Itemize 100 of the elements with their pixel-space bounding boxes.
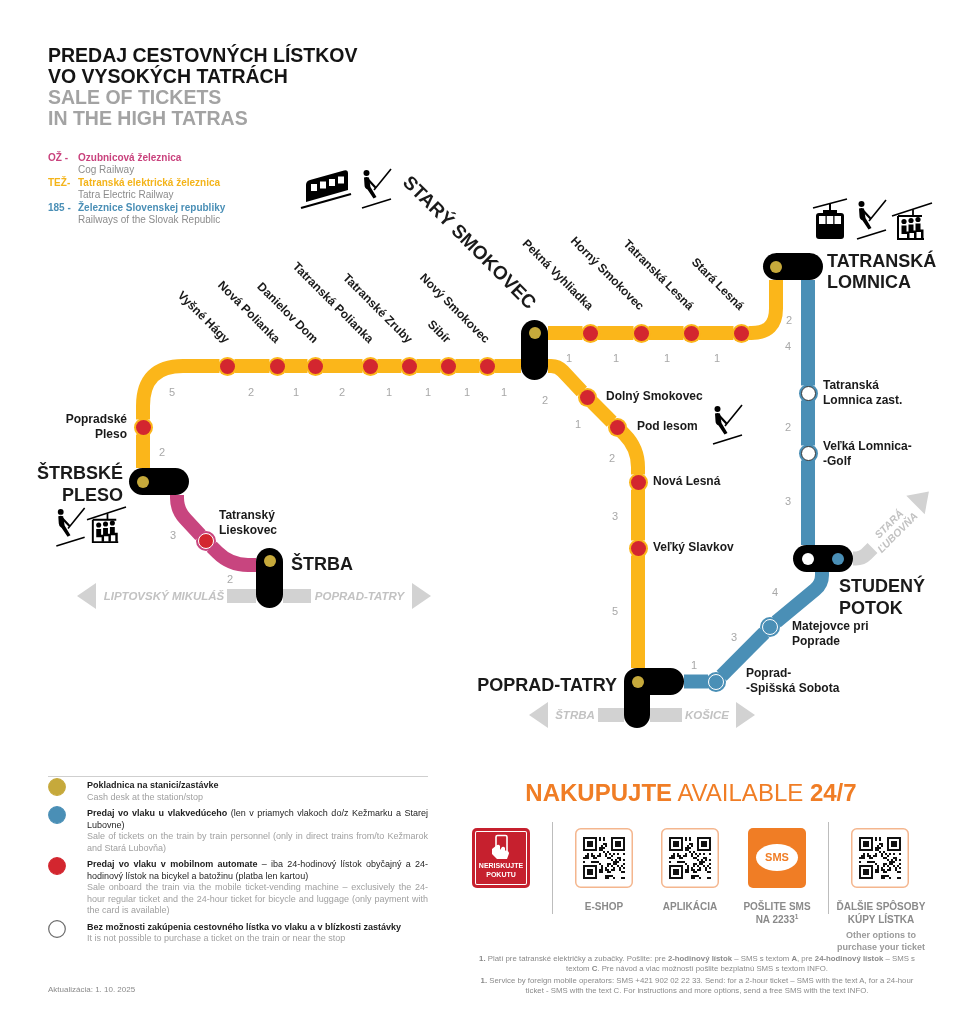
travel-time-label: 3 bbox=[784, 495, 792, 507]
station-name: STUDENÝ POTOK bbox=[839, 575, 926, 619]
station-dot bbox=[135, 419, 151, 435]
station-name: Tatranská Lomnica zast. bbox=[823, 378, 904, 408]
station-dot bbox=[708, 673, 724, 690]
travel-time-label: 2 bbox=[338, 386, 346, 398]
travel-time-label: 1 bbox=[424, 386, 432, 398]
interchange-bar bbox=[624, 668, 684, 728]
rail-line bbox=[136, 359, 220, 420]
travel-time-label: 2 bbox=[541, 394, 549, 406]
station-dot bbox=[630, 474, 646, 490]
line-code: OŽ - bbox=[48, 151, 68, 164]
line-code: 185 - bbox=[48, 201, 71, 214]
travel-time-label: 3 bbox=[611, 510, 619, 522]
travel-time-label: 5 bbox=[168, 386, 176, 398]
station-dot bbox=[307, 358, 323, 374]
station-dot bbox=[579, 389, 595, 405]
station-name: ŠTRBSKÉ PLESO bbox=[36, 462, 123, 506]
line-name: Tatranská elektrická železnica bbox=[78, 176, 221, 189]
rail-line bbox=[801, 400, 815, 446]
interchange-bar bbox=[763, 253, 823, 280]
legend-text-english: Sale onboard the train via the mobile ticket-vending machine – exclusively the 24-hour regular ticket and the 24-hour ticket for bicycle and luggage (only payment with the card is available) bbox=[87, 882, 428, 917]
interchange-bar bbox=[256, 548, 283, 608]
station-dot bbox=[633, 325, 649, 341]
destination-name: LIPTOVSKÝ MIKULÁŠ bbox=[101, 589, 227, 603]
station-name: Pod lesom bbox=[637, 419, 698, 433]
travel-time-label: 2 bbox=[158, 446, 166, 458]
rail-line bbox=[455, 359, 480, 373]
caption: E-SHOP bbox=[583, 900, 625, 913]
station-dot bbox=[609, 419, 625, 435]
line-name: Ozubnicová železnica bbox=[78, 151, 182, 164]
rail-line bbox=[598, 708, 624, 722]
station-name: ŠTRBA bbox=[291, 553, 353, 575]
subtitle: SALE OF TICKETS IN THE HIGH TATRAS bbox=[48, 87, 249, 129]
travel-time-label: 3 bbox=[169, 529, 177, 541]
station-dot bbox=[362, 358, 378, 374]
legend-text-english: It is not possible to purchase a ticket on the train or near the stop bbox=[87, 933, 347, 945]
station-dot bbox=[479, 358, 495, 374]
travel-time-label: 1 bbox=[385, 386, 393, 398]
rail-line bbox=[416, 359, 441, 373]
rail-line bbox=[716, 627, 770, 681]
station-dot bbox=[440, 358, 456, 374]
legend-text-english: Sale of tickets on the train by train personnel (only in direct trains from/to Kežmarok and Stará Lubovňa) bbox=[87, 831, 428, 854]
station-name: POPRAD-TATRY bbox=[477, 674, 617, 696]
title: PREDAJ CESTOVNÝCH LÍSTKOV VO VYSOKÝCH TATRÁCH bbox=[48, 45, 359, 87]
travel-time-label: 1 bbox=[663, 352, 671, 364]
station-dot bbox=[762, 619, 778, 635]
rail-line bbox=[698, 326, 734, 340]
destination-name: POPRAD-TATRY bbox=[311, 589, 408, 603]
legend-text: Predaj vo vlaku v mobilnom automate – iba 24-hodinový lístok obyčajný a 24-hodinový lístok na bicykel a batožinu (platba len kartou) bbox=[87, 859, 428, 882]
legend-text-english: Cash desk at the station/stop bbox=[87, 791, 205, 803]
travel-time-label: 1 bbox=[565, 352, 573, 364]
caption: APLIKÁCIA bbox=[661, 900, 719, 913]
travel-time-label: 2 bbox=[784, 421, 792, 433]
legend-text: Pokladnica na stanici/zastávke bbox=[87, 780, 220, 792]
travel-time-label: 1 bbox=[292, 386, 300, 398]
rail-line bbox=[801, 460, 815, 545]
station-name: Matejovce pri Poprade bbox=[792, 619, 870, 649]
rail-line bbox=[548, 326, 583, 340]
rail-line bbox=[648, 326, 684, 340]
travel-time-label: 4 bbox=[784, 340, 792, 352]
station-dot bbox=[269, 358, 285, 374]
station-dot bbox=[733, 325, 749, 341]
rail-line bbox=[136, 434, 150, 468]
rail-line bbox=[587, 397, 617, 427]
travel-time-label: 3 bbox=[730, 631, 738, 643]
rail-line bbox=[284, 359, 308, 373]
travel-time-label: 1 bbox=[690, 659, 698, 671]
travel-time-label: 1 bbox=[463, 386, 471, 398]
rail-line bbox=[617, 427, 645, 475]
speech-bubble: SMS bbox=[756, 844, 798, 871]
travel-time-label: 1 bbox=[612, 352, 620, 364]
rail-line bbox=[227, 589, 256, 603]
interchange-bar bbox=[793, 545, 853, 572]
station-dot bbox=[401, 358, 417, 374]
line-code: TEŽ- bbox=[48, 176, 71, 189]
rail-line bbox=[650, 708, 682, 722]
station-dot bbox=[198, 533, 214, 549]
rail-line bbox=[494, 359, 521, 373]
destination-name: KOŠICE bbox=[682, 708, 732, 722]
caption: POŠLITE SMS NA 2233$^{1}$ bbox=[742, 900, 812, 926]
rail-line bbox=[234, 359, 270, 373]
rail-line bbox=[631, 489, 645, 541]
rail-line bbox=[322, 359, 363, 373]
station-dot bbox=[582, 325, 598, 341]
interchange-bar bbox=[521, 320, 548, 380]
station-name: Dolný Smokovec bbox=[606, 389, 703, 403]
station-dot bbox=[683, 325, 699, 341]
legend-text: Bez možnosti zakúpenia cestovného lístka vo vlaku a v blízkosti zastávky bbox=[87, 921, 403, 933]
travel-time-label: 2 bbox=[247, 386, 255, 398]
rail-line bbox=[597, 326, 634, 340]
station-name: Poprad- -Spišská Sobota bbox=[746, 666, 841, 696]
rail-line bbox=[631, 555, 645, 668]
station-dot bbox=[219, 358, 235, 374]
travel-time-label: 4 bbox=[771, 586, 779, 598]
line-name-english: Cog Railway bbox=[78, 163, 135, 176]
headline: NAKUPUJTE AVAILABLE 24/7 bbox=[524, 778, 858, 808]
caption: ĎALŠIE SPÔSOBY KÚPY LÍSTKA bbox=[835, 900, 927, 926]
station-name: Nová Lesná bbox=[653, 474, 721, 488]
rail-line bbox=[377, 359, 402, 373]
